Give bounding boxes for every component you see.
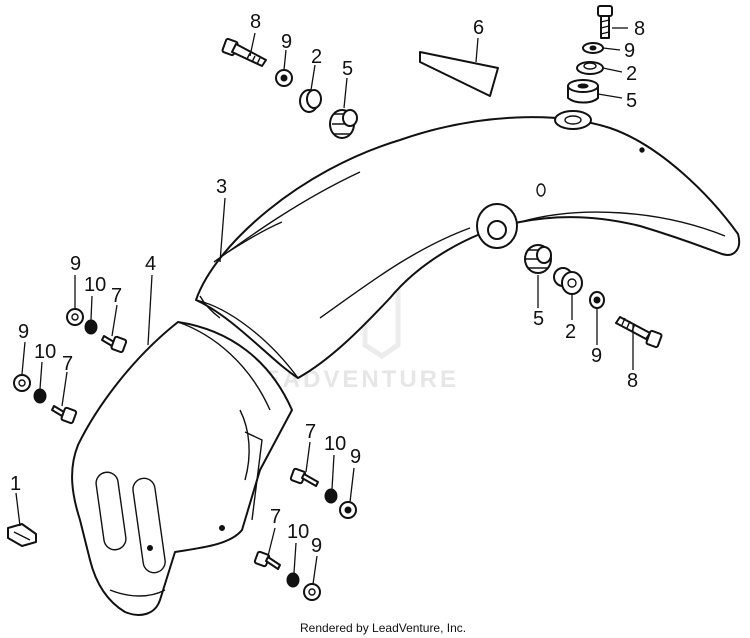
callout-8-top-right: 8 (634, 18, 645, 40)
clip-nut-1[interactable] (7, 523, 37, 547)
callout-4: 4 (145, 253, 156, 275)
callout-6: 6 (473, 17, 484, 39)
callout-5-right: 5 (533, 308, 544, 330)
callout-5-top-right: 5 (626, 90, 637, 112)
callout-7-middle-lower: 7 (270, 506, 281, 528)
bolt-7-left-lower[interactable] (51, 405, 78, 425)
callout-2-top-left: 2 (311, 46, 322, 68)
washer-9-right[interactable] (589, 291, 605, 309)
washer-10-left-upper[interactable] (84, 319, 98, 335)
callout-7-left-lower: 7 (62, 353, 73, 375)
washer-10-middle-upper[interactable] (324, 488, 338, 504)
callout-1: 1 (10, 473, 21, 495)
bolt-7-middle-upper[interactable] (289, 467, 319, 487)
callout-8-top-left: 8 (250, 11, 261, 33)
callout-labels: 8 9 2 5 6 8 9 2 5 3 4 9 10 7 9 10 7 5 2 … (10, 11, 645, 557)
washer-9-left-lower[interactable] (13, 374, 31, 392)
callout-3: 3 (216, 176, 227, 198)
grommet-5-right[interactable] (524, 244, 552, 274)
footer-credit: Rendered by LeadVenture, Inc. (300, 621, 467, 635)
callout-2-top-right: 2 (626, 63, 637, 85)
callout-10-left-lower: 10 (34, 341, 56, 363)
callout-10-left-upper: 10 (84, 274, 106, 296)
washer-9-middle-upper[interactable] (339, 501, 357, 519)
callout-8-right: 8 (627, 370, 638, 392)
collar-2-top-left[interactable] (299, 89, 322, 113)
washer-9-left-upper[interactable] (66, 308, 84, 326)
callout-9-top-left: 9 (281, 31, 292, 53)
grommet-5-top-left[interactable] (329, 109, 358, 139)
callout-7-middle-upper: 7 (305, 421, 316, 443)
leader-lines (15, 27, 634, 585)
collar-2-right[interactable] (553, 267, 583, 295)
callout-9-middle-upper: 9 (350, 446, 361, 468)
callout-7-left-upper: 7 (111, 285, 122, 307)
inner-fender[interactable] (71, 321, 293, 616)
washer-10-middle-lower[interactable] (286, 572, 300, 588)
washer-9-top-left[interactable] (275, 69, 293, 87)
callout-2-right: 2 (565, 321, 576, 343)
washer-9-middle-lower[interactable] (303, 583, 321, 601)
rear-fender[interactable] (195, 110, 741, 379)
grommet-5-top-right[interactable] (567, 79, 599, 104)
bolt-7-middle-lower[interactable] (253, 550, 281, 570)
washer-9-top-right[interactable] (582, 42, 604, 54)
reflector-strip[interactable] (419, 51, 499, 97)
callout-10-middle-upper: 10 (324, 433, 346, 455)
bolt-8-top-right[interactable] (597, 5, 613, 39)
bolt-8-right[interactable] (615, 316, 663, 349)
bolt-8-top-left[interactable] (221, 37, 267, 67)
callout-9-right: 9 (591, 345, 602, 367)
collar-2-top-right[interactable] (576, 61, 604, 75)
callout-9-middle-lower: 9 (311, 535, 322, 557)
callout-9-left-lower: 9 (18, 321, 29, 343)
callout-10-middle-lower: 10 (287, 521, 309, 543)
callout-9-left-upper: 9 (70, 253, 81, 275)
callout-5-top-left: 5 (342, 58, 353, 80)
washer-10-left-lower[interactable] (33, 388, 47, 404)
callout-9-top-right: 9 (624, 40, 635, 62)
bolt-7-left-upper[interactable] (101, 335, 128, 354)
